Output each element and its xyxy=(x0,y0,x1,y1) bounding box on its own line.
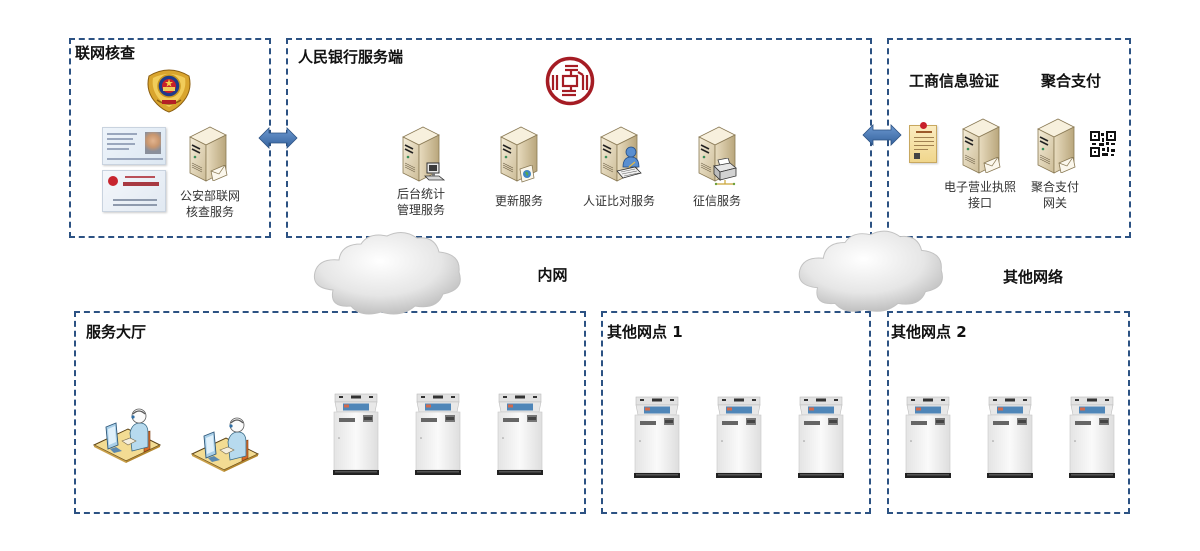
kiosk-terminal-icon xyxy=(903,395,953,479)
id-card-front-icon xyxy=(102,127,166,165)
kiosk-terminal-icon xyxy=(714,395,764,479)
kiosk-terminal-icon xyxy=(796,395,846,479)
police-check-service-label: 公安部联网 核查服务 xyxy=(175,188,245,220)
zone-title-online-check: 联网核查 xyxy=(75,44,136,62)
kiosk-terminal-icon xyxy=(413,392,463,476)
computer-icon xyxy=(424,162,446,181)
label-line: 接口 xyxy=(967,196,992,210)
envelope-icon xyxy=(209,165,229,181)
label-line: 电子营业执照 xyxy=(943,180,1016,194)
label-line: 网关 xyxy=(1042,196,1067,210)
zone-title-business-verify: 工商信息验证 xyxy=(909,72,1000,90)
operator-desk-icon xyxy=(92,405,162,465)
zone-branch-2: 其他网点 2 xyxy=(887,311,1130,514)
cloud-icon xyxy=(313,232,461,315)
update-service-label: 更新服务 xyxy=(494,194,543,208)
label-line: 核查服务 xyxy=(185,205,234,219)
backend-stats-service-label: 后台统计 管理服务 xyxy=(386,186,456,218)
police-emblem-icon xyxy=(147,69,191,113)
business-license-icon xyxy=(909,122,937,163)
label-line: 管理服务 xyxy=(396,203,445,217)
pbc-logo-icon xyxy=(545,56,595,106)
zone-title-service-hall: 服务大厅 xyxy=(86,323,147,341)
user-keyboard-icon xyxy=(616,146,642,179)
operator-desk-icon xyxy=(190,414,260,474)
zone-branch-1: 其他网点 1 xyxy=(601,311,871,514)
zone-title-branch-1: 其他网点 1 xyxy=(607,323,683,341)
envelope-icon xyxy=(982,157,1002,173)
label-line: 公安部联网 xyxy=(179,189,240,203)
globe-document-icon xyxy=(519,165,535,183)
credit-service-label: 征信服务 xyxy=(692,194,741,208)
envelope-icon xyxy=(1057,157,1077,173)
label-line: 后台统计 xyxy=(396,187,445,201)
other-network-cloud-label: 其他网络 xyxy=(1002,268,1063,286)
bidirectional-arrow-icon xyxy=(258,127,298,149)
zone-title-branch-2: 其他网点 2 xyxy=(891,323,967,341)
id-card-back-icon xyxy=(102,170,166,212)
label-line: 聚合支付 xyxy=(1030,180,1079,194)
kiosk-terminal-icon xyxy=(331,392,381,476)
qr-code-icon xyxy=(1090,131,1116,157)
kiosk-terminal-icon xyxy=(495,392,545,476)
bidirectional-arrow-icon xyxy=(862,124,902,146)
cloud-icon xyxy=(798,230,943,312)
kiosk-terminal-icon xyxy=(1067,395,1117,479)
printer-network-icon xyxy=(713,158,737,186)
id-compare-service-label: 人证比对服务 xyxy=(582,194,655,208)
zone-business-payment: 工商信息验证 聚合支付 xyxy=(887,38,1131,238)
business-license-api-label: 电子营业执照 接口 xyxy=(938,179,1022,211)
intranet-cloud: 内网 xyxy=(305,228,568,318)
zone-title-pbc-server: 人民银行服务端 xyxy=(298,48,404,66)
zone-service-hall: 服务大厅 xyxy=(74,311,586,514)
kiosk-terminal-icon xyxy=(632,395,682,479)
other-network-cloud: 其他网络 xyxy=(790,226,1063,316)
payment-gateway-label: 聚合支付 网关 xyxy=(1020,179,1090,211)
kiosk-terminal-icon xyxy=(985,395,1035,479)
zone-title-aggregate-payment: 聚合支付 xyxy=(1041,72,1102,90)
intranet-cloud-label: 内网 xyxy=(537,266,568,284)
